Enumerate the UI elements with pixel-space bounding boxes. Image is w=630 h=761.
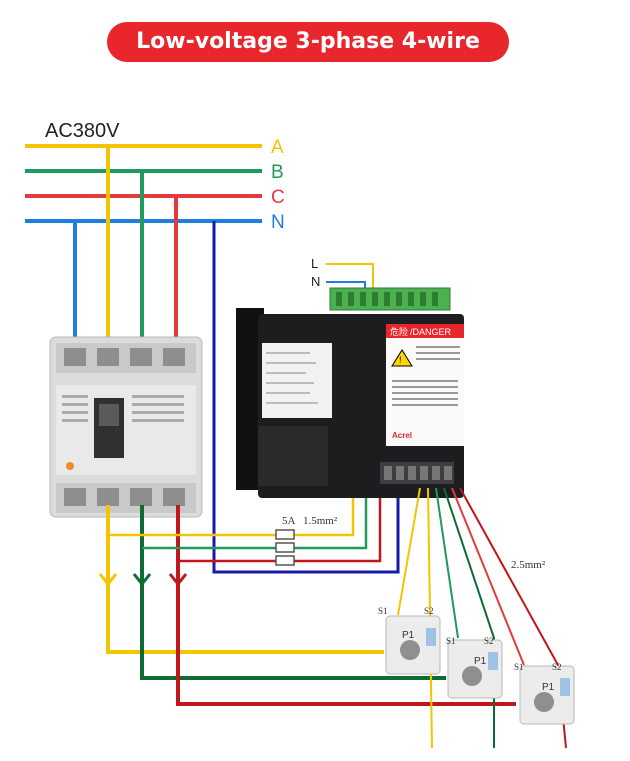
current-transformer-c: S1 S2 P1 bbox=[514, 662, 575, 725]
svg-text:S2: S2 bbox=[484, 636, 494, 646]
load-line-c bbox=[176, 505, 516, 706]
phase-label-a: A bbox=[271, 137, 284, 158]
voltage-wire-size-label: 1.5mm² bbox=[303, 515, 338, 527]
svg-text:S2: S2 bbox=[424, 606, 434, 616]
phase-label-c: C bbox=[271, 187, 285, 208]
ct-wire-a-s2 bbox=[427, 487, 433, 749]
title-banner: Low-voltage 3-phase 4-wire bbox=[107, 22, 509, 62]
danger-en-text: /DANGER bbox=[410, 327, 452, 337]
voltage-wire-c bbox=[178, 495, 382, 563]
aux-n-label: N bbox=[311, 274, 320, 289]
power-meter: 危险 /DANGER ! Acrel bbox=[236, 287, 464, 498]
breaker-supply-drops bbox=[73, 146, 178, 345]
voltage-sense-wires bbox=[108, 495, 382, 563]
danger-cn-text: 危险 bbox=[390, 326, 408, 337]
svg-text:P1: P1 bbox=[402, 630, 415, 641]
meter-nameplate bbox=[262, 343, 332, 418]
svg-text:P1: P1 bbox=[542, 682, 555, 693]
phase-label-n: N bbox=[271, 212, 285, 233]
ct-wire-c-s1 bbox=[451, 487, 525, 666]
svg-text:!: ! bbox=[399, 355, 402, 365]
fuse-c bbox=[275, 555, 295, 566]
ct-wire-b-s1 bbox=[435, 487, 459, 639]
ct-wire-b-s2 bbox=[443, 487, 495, 748]
current-transformer-a: S1 S2 P1 bbox=[378, 606, 441, 675]
danger-label bbox=[386, 324, 464, 446]
voltage-wire-b bbox=[142, 495, 368, 550]
fuse-a bbox=[275, 529, 295, 540]
load-lines bbox=[106, 505, 516, 706]
aux-l-wire bbox=[326, 263, 374, 296]
neutral-voltage-wire bbox=[212, 221, 400, 574]
flow-arrows bbox=[98, 573, 188, 587]
load-line-b bbox=[140, 505, 446, 680]
load-line-a bbox=[106, 505, 384, 654]
svg-text:P1: P1 bbox=[474, 656, 487, 667]
svg-text:S1: S1 bbox=[446, 636, 456, 646]
voltage-wire-a bbox=[108, 495, 355, 537]
svg-text:S1: S1 bbox=[514, 662, 524, 672]
fuse-b bbox=[275, 542, 295, 553]
current-transformer-b: S1 S2 P1 bbox=[446, 636, 503, 699]
ct-wire-a-s1 bbox=[397, 487, 421, 616]
current-wire-size-label: 2.5mm² bbox=[511, 559, 546, 571]
fuse-rating-label: 5A bbox=[282, 515, 296, 527]
meter-brand: Acrel bbox=[392, 431, 412, 440]
svg-text:S1: S1 bbox=[378, 606, 388, 616]
supply-voltage-label: AC380V bbox=[45, 120, 120, 142]
svg-text:S2: S2 bbox=[552, 662, 562, 672]
circuit-breaker bbox=[49, 336, 203, 518]
phase-label-b: B bbox=[271, 162, 284, 183]
fuses bbox=[275, 529, 295, 566]
aux-l-label: L bbox=[311, 256, 318, 271]
